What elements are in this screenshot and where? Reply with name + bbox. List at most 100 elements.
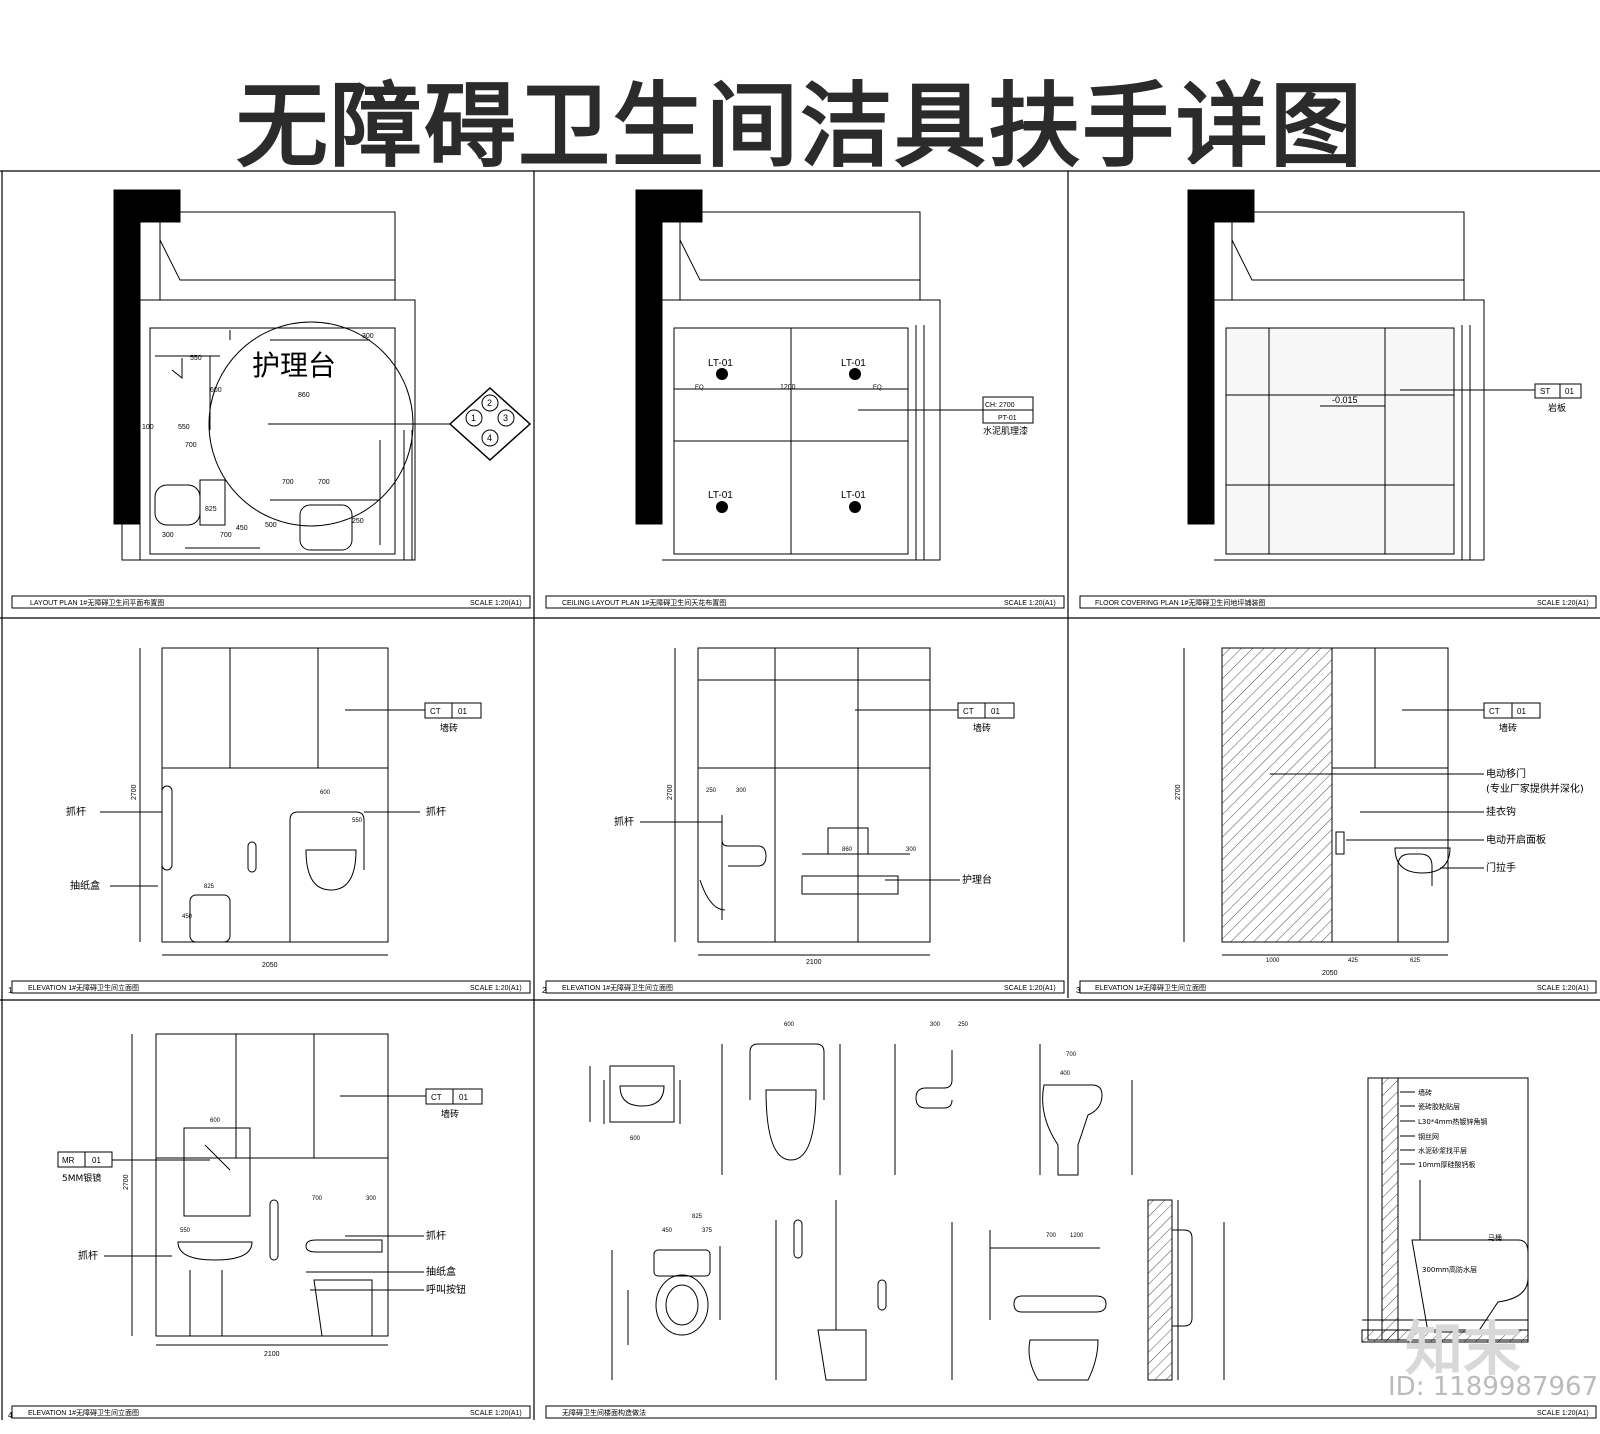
svg-text:EQ: EQ xyxy=(695,385,704,391)
scale-elev4: SCALE 1:20(A1) xyxy=(470,1410,522,1417)
svg-text:700: 700 xyxy=(312,1196,323,1202)
svg-text:825: 825 xyxy=(205,506,217,513)
num-elev2: 2 xyxy=(542,986,547,995)
elev2-grab-bar: 抓杆 xyxy=(614,815,634,828)
svg-text:CT: CT xyxy=(1489,707,1500,716)
construction-layers: 墙砖 瓷砖胶粘贴层 L30*4mm热镀锌角钢 钢丝网 水泥砂浆找平层 10mm厚… xyxy=(1418,1088,1502,1274)
svg-text:钢丝网: 钢丝网 xyxy=(1418,1132,1439,1141)
svg-text:425: 425 xyxy=(1348,958,1359,964)
elev1-grab-bar-right: 抓杆 xyxy=(426,805,446,818)
caption-floor: FLOOR COVERING PLAN 1#无障碍卫生间地坪铺装图 xyxy=(1095,598,1265,607)
scale-elev1: SCALE 1:20(A1) xyxy=(470,985,522,992)
elev4-call-button: 呼叫按钮 xyxy=(426,1283,466,1296)
svg-text:300: 300 xyxy=(162,532,174,539)
svg-text:700: 700 xyxy=(282,479,294,486)
caption-elev1: ELEVATION 1#无障碍卫生间立面图 xyxy=(28,983,139,992)
details-dims: 600 600 300 250 700 400 825 450 375 700 … xyxy=(630,1022,1084,1239)
svg-text:4: 4 xyxy=(487,433,492,443)
svg-text:700: 700 xyxy=(318,479,330,486)
ceiling-finish: 水泥肌理漆 xyxy=(983,425,1028,437)
caption-details: 无障碍卫生间楼面构造做法 xyxy=(562,1408,646,1417)
svg-text:100: 100 xyxy=(142,424,154,431)
elev1-tissue-box: 抽纸盒 xyxy=(70,879,100,892)
elevation-1 xyxy=(100,647,482,956)
svg-text:450: 450 xyxy=(236,525,248,532)
svg-text:EQ: EQ xyxy=(873,385,882,391)
svg-text:300: 300 xyxy=(736,788,747,794)
svg-text:水泥砂浆找平层: 水泥砂浆找平层 xyxy=(1418,1146,1467,1155)
svg-text:450: 450 xyxy=(662,1228,673,1234)
svg-text:3: 3 xyxy=(503,413,508,423)
svg-text:2700: 2700 xyxy=(1175,784,1182,800)
elev4-grab-bar-left: 抓杆 xyxy=(78,1249,98,1262)
svg-text:2700: 2700 xyxy=(667,784,674,800)
svg-text:01: 01 xyxy=(459,1093,468,1102)
layout-dims: 300 550 600 550 100 700 860 700 825 700 … xyxy=(142,333,374,539)
index-symbol: 2 1 3 4 xyxy=(448,386,532,462)
svg-text:CT: CT xyxy=(431,1093,442,1102)
floor-plan xyxy=(1187,189,1582,561)
waterproof-note: 300mm高防水层 xyxy=(1422,1265,1477,1274)
watermark-logo: 知末 xyxy=(1405,1315,1522,1383)
svg-text:300: 300 xyxy=(930,1022,941,1028)
scale-elev2: SCALE 1:20(A1) xyxy=(1004,985,1056,992)
scale-details: SCALE 1:20(A1) xyxy=(1537,1410,1589,1417)
caption-ceiling: CEILING LAYOUT PLAN 1#无障碍卫生间天花布置图 xyxy=(562,598,726,607)
svg-text:L30*4mm热镀锌角钢: L30*4mm热镀锌角钢 xyxy=(1418,1117,1487,1126)
svg-text:600: 600 xyxy=(320,790,331,796)
svg-text:1200: 1200 xyxy=(1070,1233,1084,1239)
svg-text:250: 250 xyxy=(352,518,364,525)
svg-text:300: 300 xyxy=(362,333,374,340)
caption-bars xyxy=(11,595,1597,1419)
svg-text:LT-01: LT-01 xyxy=(708,358,733,369)
svg-text:700: 700 xyxy=(1066,1052,1077,1058)
caption-elev2: ELEVATION 1#无障碍卫生间立面图 xyxy=(562,983,673,992)
fixture-details xyxy=(589,1043,1529,1381)
svg-text:250: 250 xyxy=(706,788,717,794)
svg-text:ST: ST xyxy=(1540,387,1550,396)
svg-text:600: 600 xyxy=(210,1118,221,1124)
elev3-panel: 电动开启面板 xyxy=(1486,833,1546,846)
elev4-tissue-box: 抽纸盒 xyxy=(426,1265,456,1278)
svg-text:2050: 2050 xyxy=(262,962,278,969)
svg-text:550: 550 xyxy=(180,1228,191,1234)
svg-text:860: 860 xyxy=(842,847,853,853)
num-elev1: 1 xyxy=(8,986,13,995)
floor-level: -0.015 xyxy=(1332,395,1358,405)
svg-text:500: 500 xyxy=(265,522,277,529)
svg-text:墙砖: 墙砖 xyxy=(973,722,991,734)
drawing-title: 无障碍卫生间洁具扶手详图 xyxy=(235,73,1364,180)
svg-text:01: 01 xyxy=(1565,387,1574,396)
scale-floor: SCALE 1:20(A1) xyxy=(1537,600,1589,607)
elev4-grab-bar-right: 抓杆 xyxy=(426,1229,446,1242)
svg-text:600: 600 xyxy=(784,1022,795,1028)
svg-text:825: 825 xyxy=(204,884,215,890)
elevation-2 xyxy=(640,647,1015,956)
svg-text:墙砖: 墙砖 xyxy=(1418,1088,1432,1097)
caption-elev4: ELEVATION 1#无障碍卫生间立面图 xyxy=(28,1408,139,1417)
svg-text:2100: 2100 xyxy=(806,959,822,966)
ceiling-paint-tag: PT-01 xyxy=(998,415,1017,422)
floor-finish: 岩板 xyxy=(1548,402,1566,414)
svg-text:LT-01: LT-01 xyxy=(841,490,866,501)
svg-text:墙砖: 墙砖 xyxy=(1499,722,1517,734)
elev1-grab-bar-left: 抓杆 xyxy=(66,805,86,818)
svg-text:01: 01 xyxy=(1517,707,1526,716)
svg-text:2050: 2050 xyxy=(1322,970,1338,977)
svg-text:01: 01 xyxy=(92,1156,101,1165)
elev3-door-note: (专业厂家提供并深化) xyxy=(1486,782,1584,795)
svg-text:300: 300 xyxy=(906,847,917,853)
svg-text:860: 860 xyxy=(298,392,310,399)
svg-text:400: 400 xyxy=(1060,1071,1071,1077)
elevation-4 xyxy=(57,1033,483,1346)
svg-text:2100: 2100 xyxy=(264,1351,280,1358)
svg-text:600: 600 xyxy=(630,1136,641,1142)
svg-text:1: 1 xyxy=(471,413,476,423)
svg-text:瓷砖胶粘贴层: 瓷砖胶粘贴层 xyxy=(1418,1102,1460,1111)
svg-text:01: 01 xyxy=(458,707,467,716)
svg-text:墙砖: 墙砖 xyxy=(441,1108,459,1120)
ceiling-height-tag: CH: 2700 xyxy=(985,402,1015,409)
caption-layout: LAYOUT PLAN 1#无障碍卫生间平面布置图 xyxy=(30,598,164,607)
toilet-label: 马桶 xyxy=(1488,1233,1502,1242)
